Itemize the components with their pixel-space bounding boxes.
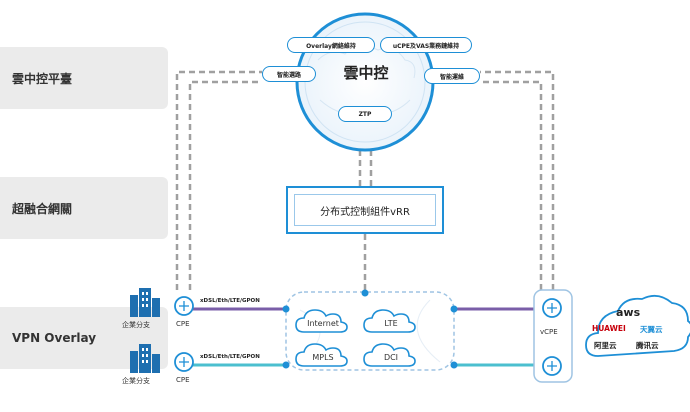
aws-logo: aws: [616, 306, 641, 319]
network-lte-label: LTE: [384, 319, 398, 328]
huawei-logo: HUAWEI: [592, 324, 626, 333]
router-glyph: [179, 357, 189, 367]
control-link-vcpe-outer: [480, 70, 555, 290]
branch-label: 企業分支: [122, 377, 150, 385]
feature-ucpe-vas: uCPE及VAS業務鏈維持: [380, 37, 472, 53]
layer-label: 雲中控平臺: [12, 71, 73, 86]
network-mpls-label: MPLS: [312, 353, 334, 362]
feature-smart-routing: 智能選路: [262, 66, 316, 82]
controller-title: 雲中控: [343, 64, 389, 82]
cpe-label: CPE: [176, 320, 190, 328]
building-icon: [130, 288, 160, 373]
vrr-label: 分布式控制組件vRR: [320, 206, 410, 218]
mpls-cloud-shape: [295, 343, 348, 367]
layer-label: VPN Overlay: [12, 331, 97, 345]
port-dot: [282, 361, 290, 369]
port-dot: [282, 305, 290, 313]
dci-cloud-shape: [363, 343, 416, 367]
router-glyph: [547, 361, 557, 371]
tianyi-logo: 天翼云: [640, 325, 663, 334]
router-glyph: [179, 301, 189, 311]
link-label: xDSL/Eth/LTE/GPON: [200, 354, 260, 360]
control-link-vcpe-inner: [480, 80, 543, 290]
port-dot: [450, 361, 458, 369]
public-cloud-shape: [585, 294, 690, 357]
lte-cloud-shape: [363, 309, 416, 333]
layer-cloud-platform: 雲中控平臺: [0, 47, 168, 109]
tencent-logo: 腾讯云: [636, 341, 659, 350]
feature-smart-ops: 智能運維: [424, 68, 480, 84]
layer-hyper-gateway: 超融合網關: [0, 177, 168, 239]
vrr-box: 分布式控制組件vRR: [286, 186, 444, 234]
network-dci-label: DCI: [383, 353, 399, 362]
link-label: xDSL/Eth/LTE/GPON: [200, 298, 260, 304]
feature-overlay-maintenance: Overlay網絡維持: [287, 37, 375, 53]
feature-ztp: ZTP: [338, 106, 392, 122]
cpe-label: CPE: [176, 376, 190, 384]
vcpe-label: vCPE: [540, 328, 558, 336]
router-glyph: [547, 303, 557, 313]
aliyun-logo: 阿里云: [594, 341, 617, 350]
control-link-cpe1-outer: [175, 70, 262, 290]
branch-label: 企業分支: [122, 321, 150, 329]
port-dot: [361, 289, 369, 297]
internet-cloud-shape: [295, 309, 348, 333]
port-dot: [450, 305, 458, 313]
control-link-cpe1-inner: [188, 80, 262, 290]
layer-label: 超融合網關: [12, 201, 73, 216]
vrr-inner-frame: [294, 194, 436, 226]
network-internet-label: Internet: [307, 319, 339, 328]
